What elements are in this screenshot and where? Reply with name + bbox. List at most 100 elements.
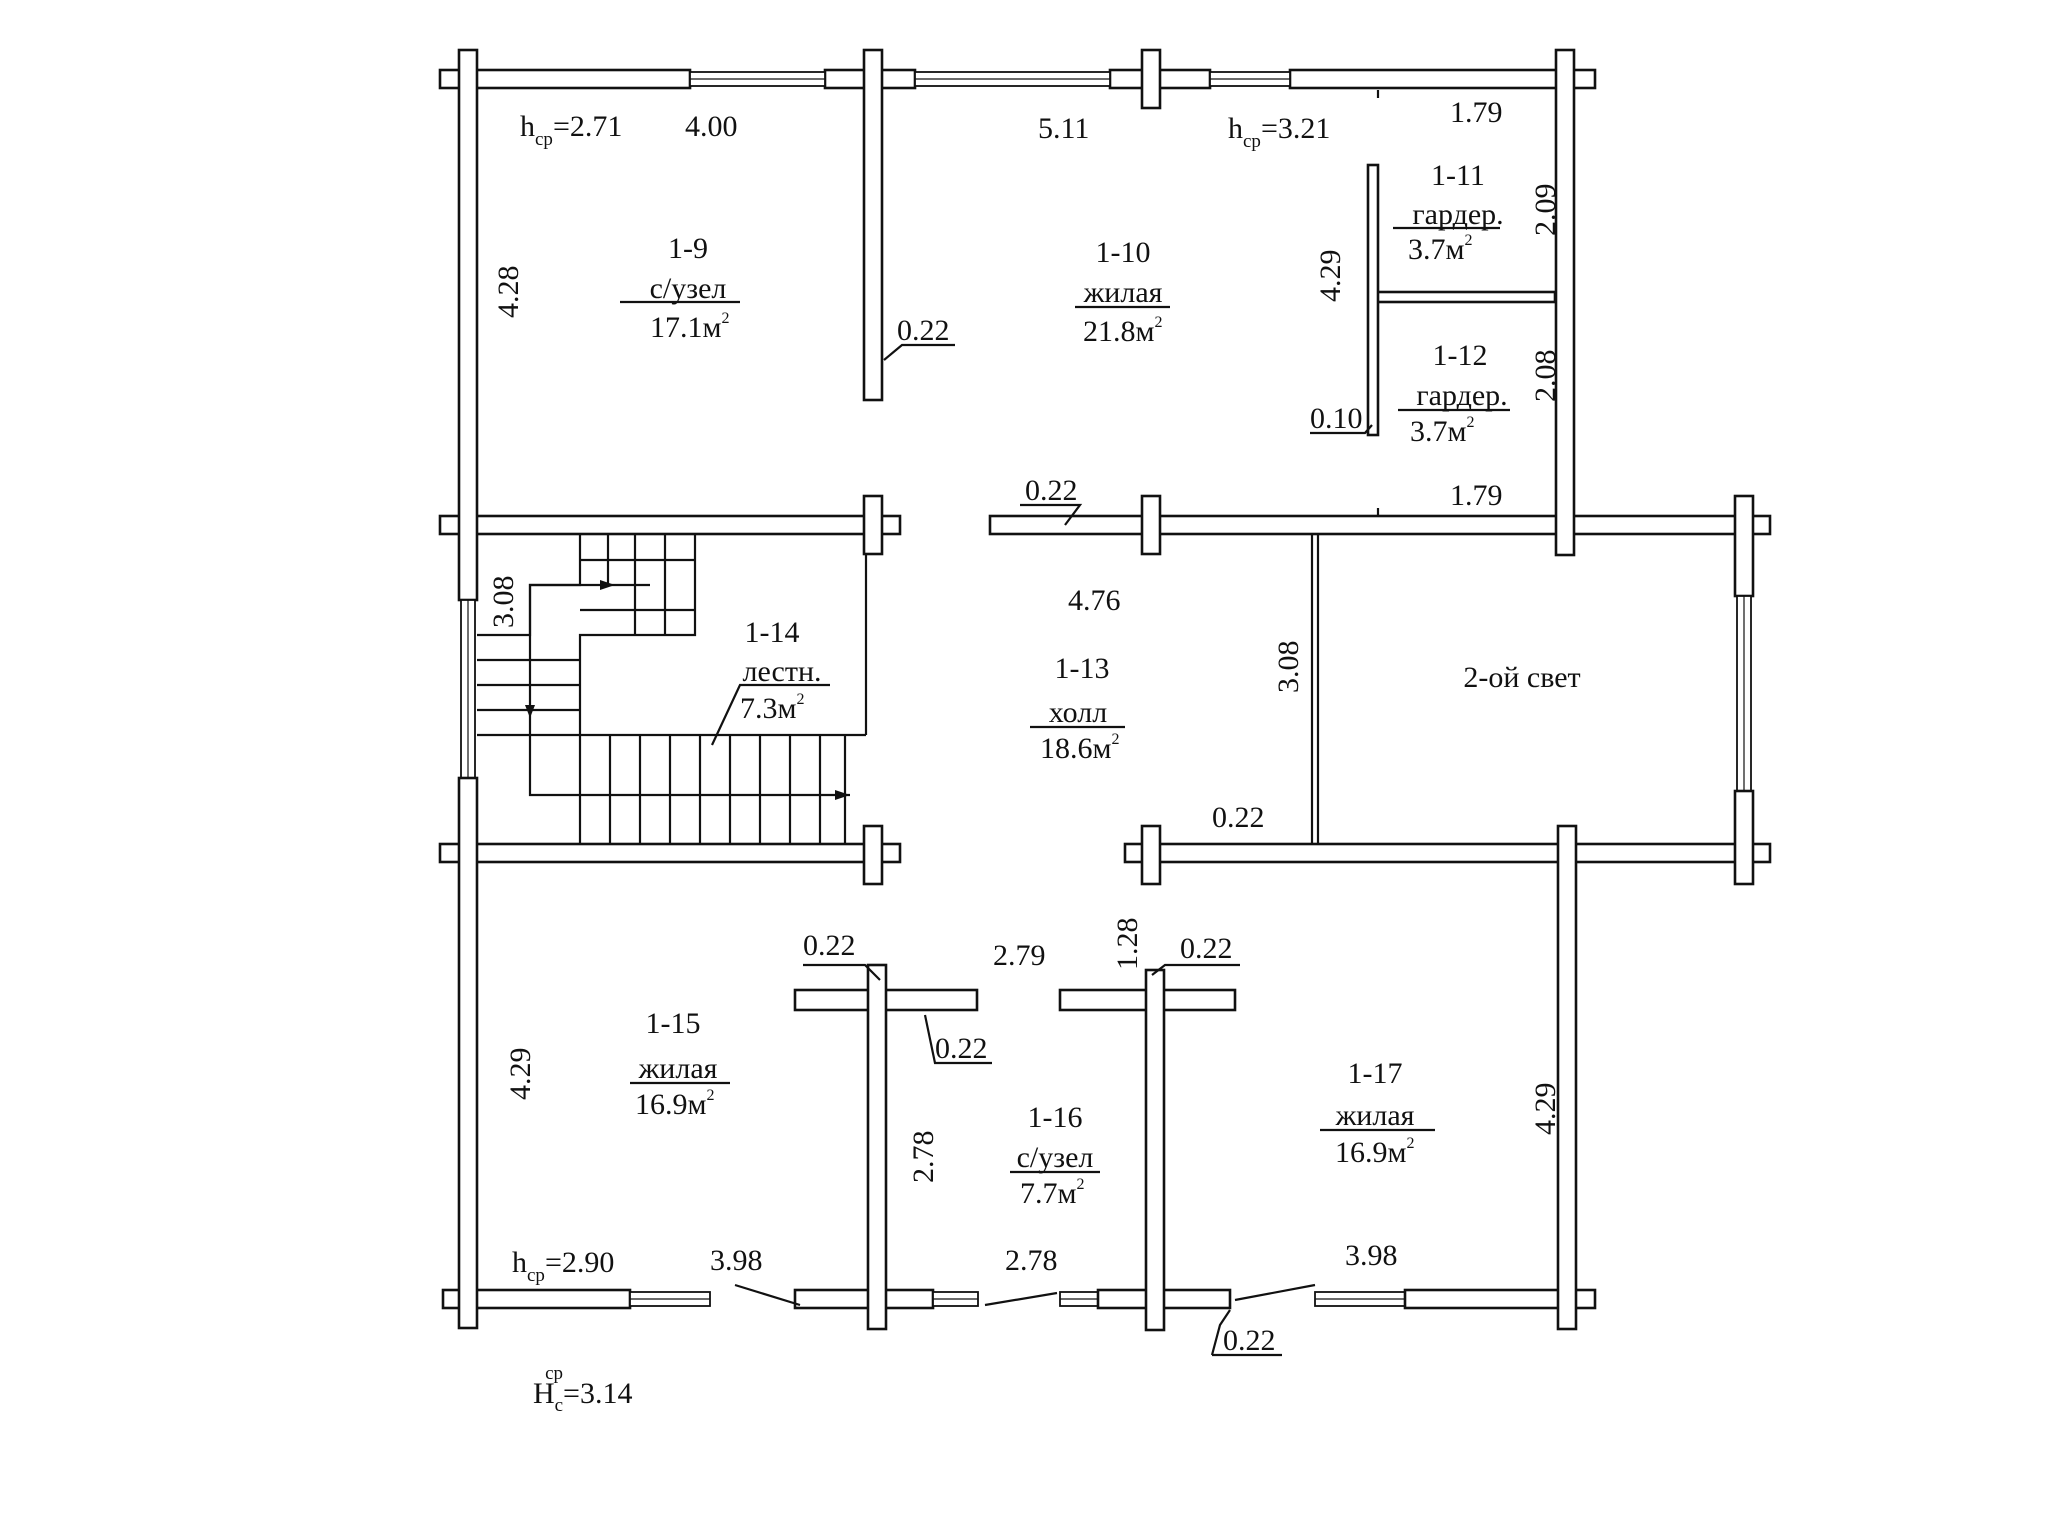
arrow-icon <box>600 580 615 590</box>
room-id-1-17: 1-17 <box>1348 1057 1403 1090</box>
window <box>1314 1291 1406 1307</box>
dimensions: 4.00 5.11 1.79 1.79 0.22 0.10 0.22 4.76 … <box>487 96 1562 1357</box>
room-area-1-13: 18.6м2 <box>1040 731 1119 765</box>
room-name-1-11: гардер. <box>1412 198 1503 231</box>
wall-segment <box>866 963 888 1331</box>
wall-segment <box>862 48 884 402</box>
staircase <box>477 535 866 844</box>
window <box>629 1291 711 1307</box>
wall-segment <box>1288 68 1597 90</box>
dimension-label: 0.22 <box>935 1032 988 1065</box>
room-area-1-12: 3.7м2 <box>1410 414 1474 448</box>
wall-segment <box>862 824 884 886</box>
dimension-label: 2.78 <box>907 1131 940 1184</box>
window <box>914 71 1111 87</box>
wall-segment <box>1140 824 1162 886</box>
dimension-label: 4.00 <box>685 110 738 143</box>
dimension-label: 0.22 <box>1180 932 1233 965</box>
dimension-label: 2.09 <box>1529 184 1562 237</box>
room-id-1-11: 1-11 <box>1431 159 1485 192</box>
window <box>932 1291 979 1307</box>
floor-average-height-label: Hсср=3.14 <box>533 1363 632 1416</box>
wall-segment <box>457 48 479 602</box>
partition <box>1366 163 1380 437</box>
dimension-label: 1.79 <box>1450 479 1503 512</box>
wall-segment <box>457 776 479 1330</box>
room-name-1-13: холл <box>1049 696 1107 729</box>
dimension-label: 2.78 <box>1005 1244 1058 1277</box>
dimension-label: 4.29 <box>504 1048 537 1101</box>
wall-segment <box>1123 842 1772 864</box>
window <box>1059 1291 1099 1307</box>
dimension-label: 0.22 <box>897 314 950 347</box>
stair-direction-path <box>528 583 850 797</box>
dimension-label: 0.22 <box>1223 1324 1276 1357</box>
dimension-label: 3.08 <box>1272 641 1305 694</box>
room-area-1-11: 3.7м2 <box>1408 232 1472 266</box>
double-height-label: 2-ой свет <box>1463 661 1580 694</box>
room-name-1-15: жилая <box>638 1052 718 1085</box>
window <box>1209 71 1291 87</box>
room-id-1-14: 1-14 <box>745 616 800 649</box>
dimension-label: 4.29 <box>1314 250 1347 303</box>
dimension-label: 3.98 <box>710 1244 763 1277</box>
room-area-1-17: 16.9м2 <box>1335 1135 1414 1169</box>
dimension-label: 0.22 <box>1025 474 1078 507</box>
dimension-label: 0.10 <box>1310 402 1363 435</box>
height-labels: hср=2.71 hср=3.21 hср=2.90 Hсср=3.14 <box>512 110 1330 1416</box>
room-labels: 1-9 с/узел 17.1м2 1-10 жилая 21.8м2 1-11… <box>635 159 1581 1210</box>
dimension-label: 4.76 <box>1068 584 1121 617</box>
walls <box>438 68 1772 1310</box>
wall-segment <box>1403 1288 1597 1310</box>
room-id-1-10: 1-10 <box>1096 236 1151 269</box>
dimension-label: 2.79 <box>993 939 1046 972</box>
wall-segment <box>1144 968 1166 1332</box>
room-area-1-14: 7.3м2 <box>740 691 804 725</box>
dimension-label: 1.28 <box>1111 918 1144 971</box>
room-area-1-15: 16.9м2 <box>635 1087 714 1121</box>
wall-segment <box>1556 824 1578 1331</box>
partition <box>1373 290 1557 304</box>
wall-segment <box>438 842 902 864</box>
arrow-icon <box>835 790 850 800</box>
dimension-label: 0.22 <box>1212 801 1265 834</box>
wall-segment <box>862 494 884 556</box>
wall-segment <box>438 514 902 536</box>
average-height-label: hср=2.71 <box>520 110 622 150</box>
wall-segment <box>1733 789 1755 886</box>
window <box>1736 595 1752 792</box>
wall-segment <box>1733 494 1755 598</box>
dimension-label: 3.98 <box>1345 1239 1398 1272</box>
dimension-label: 4.29 <box>1529 1083 1562 1136</box>
dimension-label: 0.22 <box>803 929 856 962</box>
wall-segment <box>1554 48 1576 557</box>
wall-segment <box>793 1288 935 1310</box>
room-area-1-9: 17.1м2 <box>650 310 729 344</box>
room-name-1-10: жилая <box>1083 276 1163 309</box>
room-id-1-12: 1-12 <box>1433 339 1488 372</box>
dimension-label: 2.08 <box>1529 350 1562 403</box>
room-name-1-9: с/узел <box>650 272 727 305</box>
dimension-label: 3.08 <box>487 576 520 629</box>
wall-segment <box>1140 48 1162 110</box>
room-name-1-17: жилая <box>1335 1099 1415 1132</box>
room-name-1-14: лестн. <box>742 655 821 688</box>
arrow-icon <box>525 705 535 718</box>
room-area-1-16: 7.7м2 <box>1020 1176 1084 1210</box>
leader-lines <box>620 90 1510 1357</box>
vertical-walls <box>457 48 1755 1332</box>
average-height-label: hср=2.90 <box>512 1246 614 1286</box>
room-id-1-16: 1-16 <box>1028 1101 1083 1134</box>
window <box>689 71 826 87</box>
room-id-1-9: 1-9 <box>668 232 708 265</box>
window <box>460 599 476 779</box>
average-height-label: hср=3.21 <box>1228 112 1330 152</box>
wall-segment <box>1140 494 1162 556</box>
room-id-1-15: 1-15 <box>646 1007 701 1040</box>
room-name-1-12: гардер. <box>1416 379 1507 412</box>
room-id-1-13: 1-13 <box>1055 652 1110 685</box>
room-name-1-16: с/узел <box>1017 1141 1094 1174</box>
wall-segment <box>988 514 1772 536</box>
dimension-label: 5.11 <box>1038 112 1089 145</box>
